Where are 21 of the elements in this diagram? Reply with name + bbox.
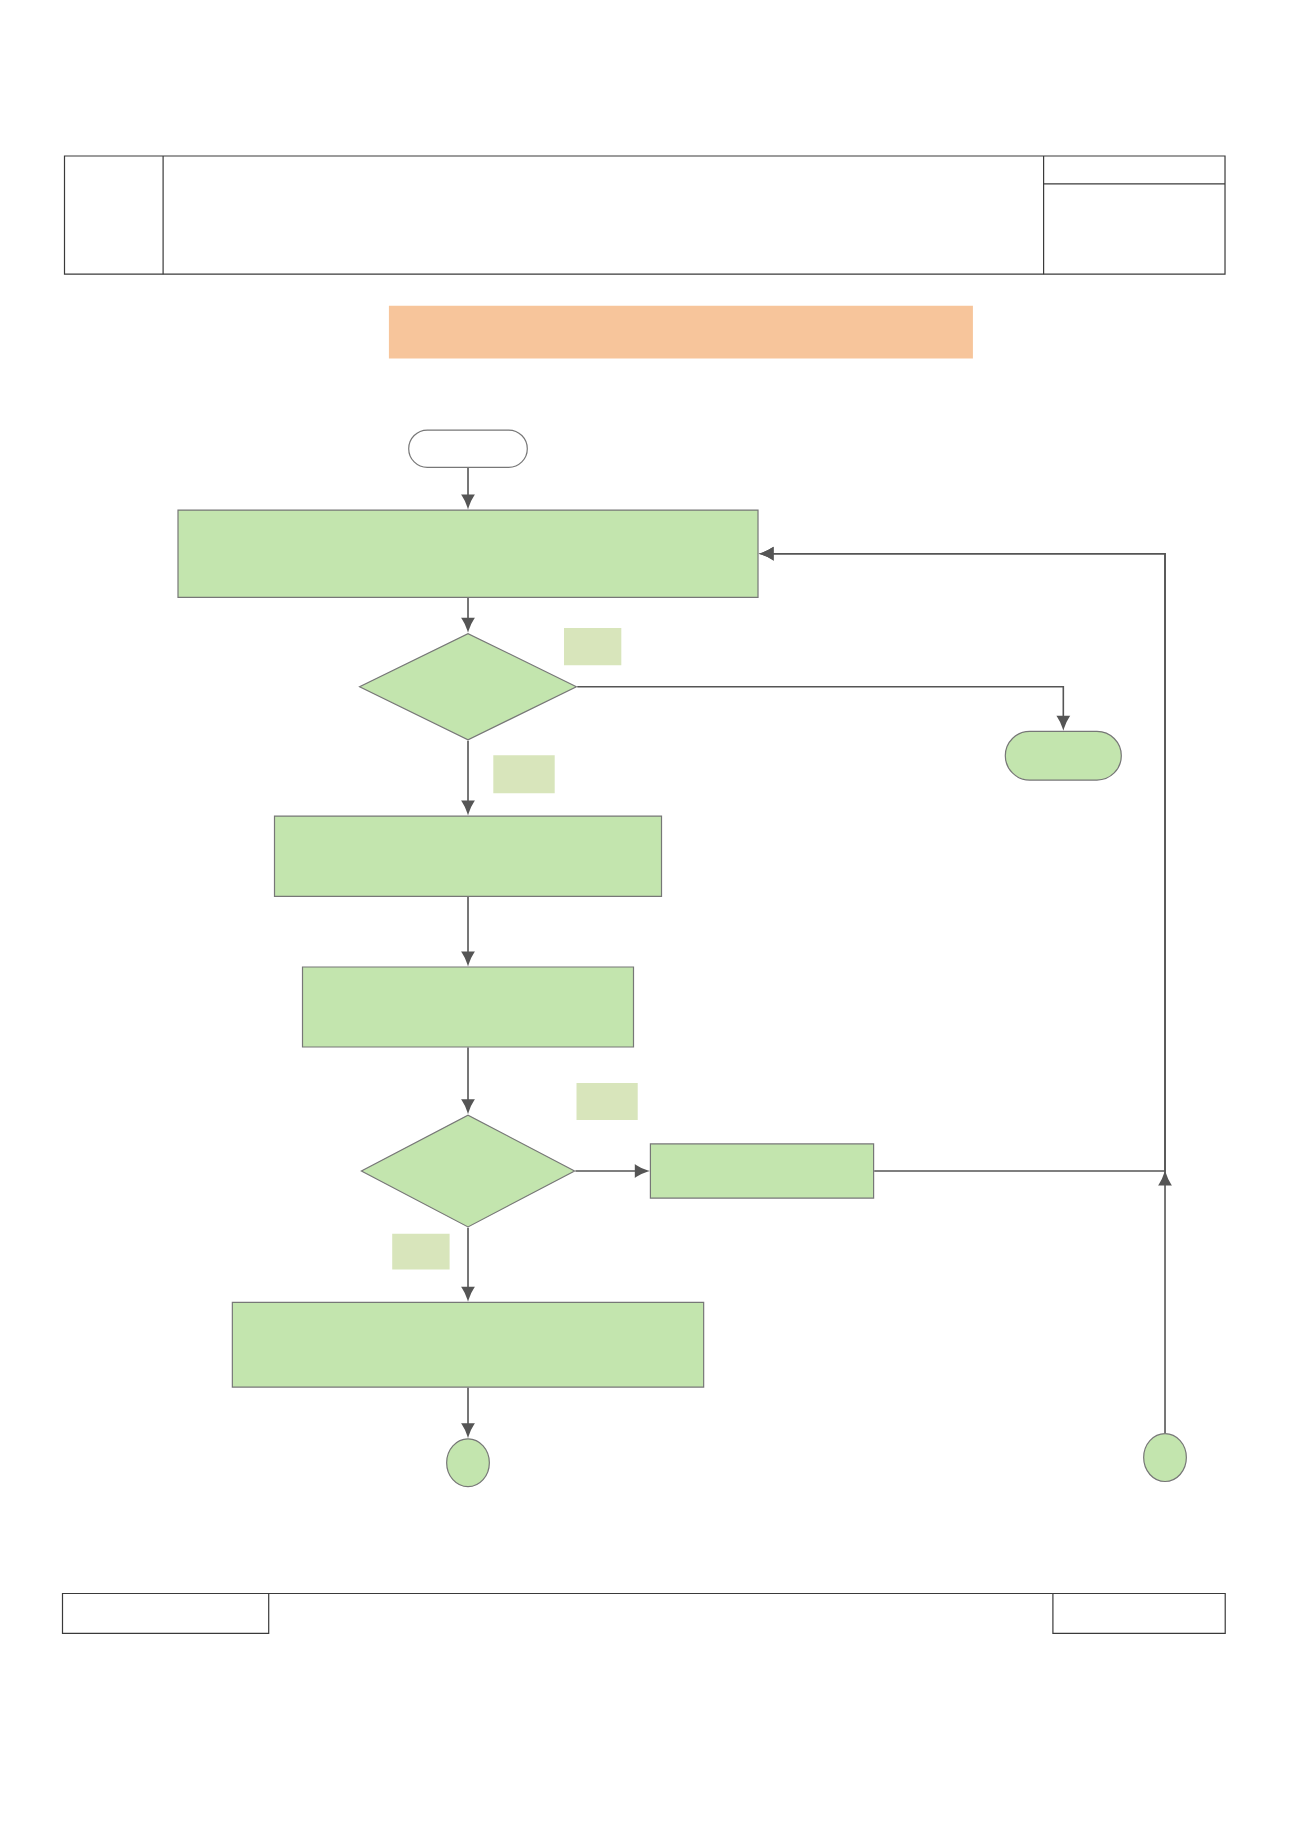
- arrow: [574, 1164, 648, 1178]
- terminator: [408, 429, 528, 468]
- process-box: [231, 1301, 705, 1388]
- arrow: [461, 1226, 475, 1300]
- process-box: [301, 966, 635, 1048]
- arrow: [461, 1386, 475, 1437]
- connector-circle: [446, 1438, 490, 1488]
- title-bar: [388, 305, 973, 359]
- decision-diamond: [360, 1114, 576, 1228]
- arrow: [461, 467, 475, 508]
- arrow: [760, 547, 1172, 1186]
- arrow: [576, 685, 1070, 729]
- terminator: [1004, 730, 1122, 781]
- arrow: [461, 896, 475, 965]
- arrow: [461, 597, 475, 631]
- arrow: [461, 739, 475, 814]
- arrow: [461, 1046, 475, 1113]
- process-box: [177, 509, 759, 598]
- connector-circle: [1143, 1433, 1187, 1483]
- process-box: [273, 815, 663, 897]
- process-box: [649, 1143, 875, 1199]
